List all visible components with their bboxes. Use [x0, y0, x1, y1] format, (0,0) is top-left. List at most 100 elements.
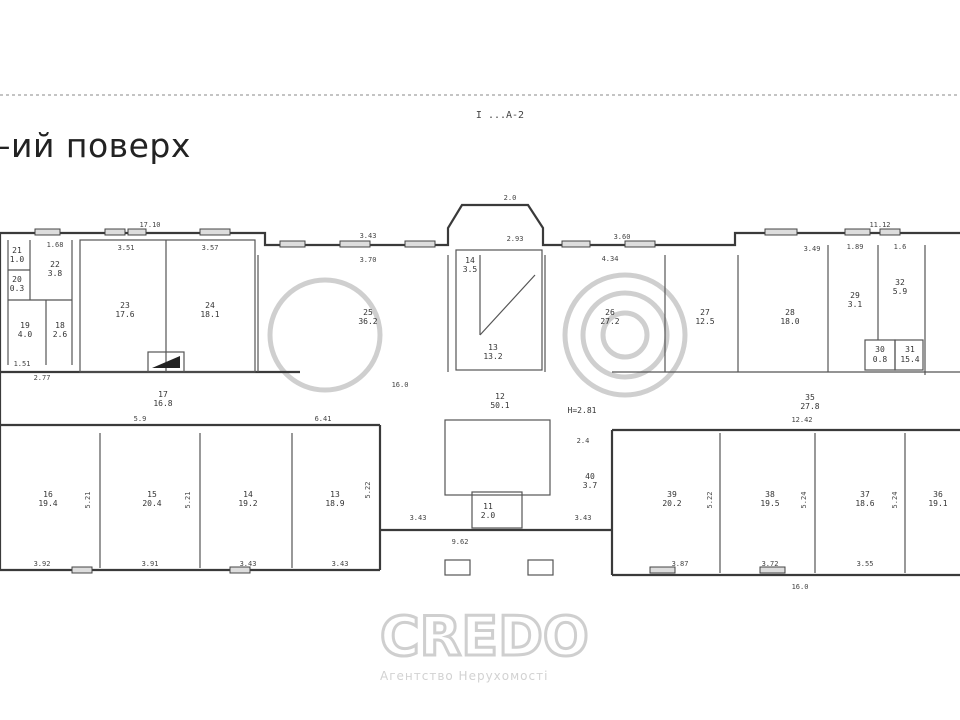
svg-text:21: 21 [12, 246, 22, 255]
svg-text:5.22: 5.22 [364, 482, 372, 499]
svg-text:20.2: 20.2 [662, 499, 681, 508]
svg-text:22: 22 [50, 260, 60, 269]
svg-text:16: 16 [43, 490, 53, 499]
svg-text:36: 36 [933, 490, 943, 499]
svg-text:17.10: 17.10 [139, 221, 160, 229]
svg-text:2.77: 2.77 [34, 374, 51, 382]
room-18: 182.6 [53, 321, 68, 339]
svg-text:3.5: 3.5 [463, 265, 478, 274]
svg-text:17: 17 [158, 390, 168, 399]
svg-text:11.12: 11.12 [869, 221, 890, 229]
room-14-stair: 143.5 [463, 256, 478, 274]
svg-text:25: 25 [363, 308, 373, 317]
svg-text:1.0: 1.0 [10, 255, 25, 264]
svg-text:20.4: 20.4 [142, 499, 161, 508]
svg-text:15.4: 15.4 [900, 355, 919, 364]
walls [0, 203, 960, 577]
svg-text:40: 40 [585, 472, 595, 481]
svg-text:13: 13 [330, 490, 340, 499]
svg-text:5.9: 5.9 [134, 415, 147, 423]
svg-text:3.51: 3.51 [118, 244, 135, 252]
dimension-labels: 17.10 3.43 3.70 3.60 4.34 11.12 3.49 1.6… [14, 194, 907, 591]
svg-text:9.62: 9.62 [452, 538, 469, 546]
svg-text:16.8: 16.8 [153, 399, 172, 408]
svg-text:27: 27 [700, 308, 710, 317]
svg-text:50.1: 50.1 [490, 401, 509, 410]
stove-icon [147, 351, 185, 373]
svg-text:2.4: 2.4 [577, 437, 590, 445]
svg-text:2.6: 2.6 [53, 330, 68, 339]
svg-text:13: 13 [488, 343, 498, 352]
svg-text:5.22: 5.22 [706, 492, 714, 509]
windows [34, 228, 901, 574]
svg-text:3.70: 3.70 [360, 256, 377, 264]
svg-text:39: 39 [667, 490, 677, 499]
svg-text:5.21: 5.21 [84, 492, 92, 509]
svg-text:30: 30 [875, 345, 885, 354]
svg-text:6.41: 6.41 [315, 415, 332, 423]
room-22: 223.8 [48, 260, 63, 278]
svg-text:17.6: 17.6 [115, 310, 134, 319]
svg-text:0.8: 0.8 [873, 355, 888, 364]
svg-text:16.0: 16.0 [792, 583, 809, 591]
svg-text:12.42: 12.42 [791, 416, 812, 424]
svg-text:24: 24 [205, 301, 215, 310]
svg-text:3.8: 3.8 [48, 269, 63, 278]
floor-heading: –ий поверх [0, 126, 191, 165]
svg-text:28: 28 [785, 308, 795, 317]
svg-text:16.0: 16.0 [392, 381, 409, 389]
svg-text:12.5: 12.5 [695, 317, 714, 326]
room-40: 403.7 [583, 472, 598, 490]
svg-text:11: 11 [483, 502, 493, 511]
svg-text:3.91: 3.91 [142, 560, 159, 568]
svg-text:19.2: 19.2 [238, 499, 257, 508]
svg-text:1.68: 1.68 [47, 241, 64, 249]
svg-text:3.55: 3.55 [857, 560, 874, 568]
room-30: 300.8 [873, 345, 888, 364]
svg-text:14: 14 [465, 256, 475, 265]
watermark-subtitle: Агентство Нерухомості [380, 669, 548, 683]
svg-text:2.93: 2.93 [507, 235, 524, 243]
ceiling-height: H=2.81 [568, 406, 597, 415]
svg-text:3.43: 3.43 [575, 514, 592, 522]
watermark-c-icon [267, 277, 383, 393]
svg-text:3.57: 3.57 [202, 244, 219, 252]
svg-text:19.4: 19.4 [38, 499, 57, 508]
svg-text:2.0: 2.0 [481, 511, 496, 520]
svg-text:3.1: 3.1 [848, 300, 863, 309]
svg-text:1.6: 1.6 [894, 243, 907, 251]
svg-text:4.0: 4.0 [18, 330, 33, 339]
svg-text:3.43: 3.43 [240, 560, 257, 568]
room-11: 112.0 [481, 502, 496, 520]
room-21: 211.0 [10, 246, 25, 264]
room-29: 293.1 [848, 291, 863, 309]
svg-text:36.2: 36.2 [358, 317, 377, 326]
svg-text:3.49: 3.49 [804, 245, 821, 253]
svg-text:3.87: 3.87 [672, 560, 689, 568]
svg-text:23: 23 [120, 301, 130, 310]
svg-text:27.2: 27.2 [600, 317, 619, 326]
svg-text:5.21: 5.21 [184, 492, 192, 509]
svg-text:19.5: 19.5 [760, 499, 779, 508]
svg-text:18.0: 18.0 [780, 317, 799, 326]
room-32: 325.9 [893, 278, 908, 296]
svg-text:19.1: 19.1 [928, 499, 947, 508]
svg-text:2.0: 2.0 [504, 194, 517, 202]
svg-text:3.43: 3.43 [410, 514, 427, 522]
watermark: CREDO Агентство Нерухомості [267, 272, 688, 683]
